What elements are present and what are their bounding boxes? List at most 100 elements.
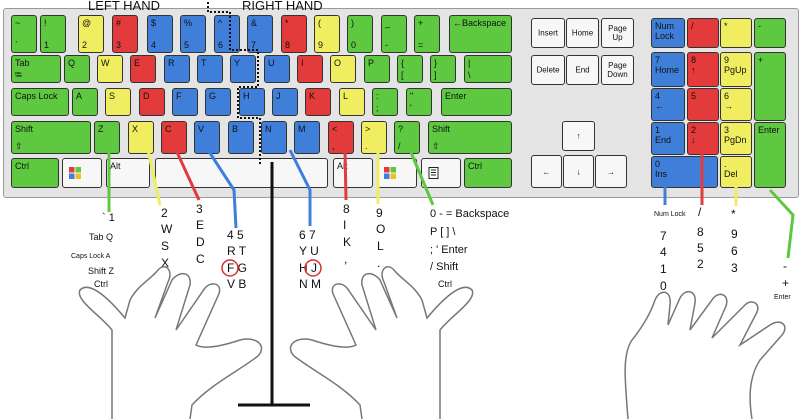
key-4[interactable]: $4 xyxy=(147,15,173,53)
key-lctrl[interactable]: Ctrl xyxy=(11,158,59,188)
key-1[interactable]: !1 xyxy=(40,15,66,53)
key-7[interactable]: &7 xyxy=(247,15,273,53)
key-m-top-label: M xyxy=(298,124,306,134)
key-np3[interactable]: 3 PgDn xyxy=(720,122,752,155)
key-2[interactable]: @2 xyxy=(78,15,104,53)
finger-label-rr3: L xyxy=(377,239,384,253)
key-numlock[interactable]: Num Lock xyxy=(651,18,685,48)
key-t[interactable]: T xyxy=(197,55,223,83)
key-3[interactable]: #3 xyxy=(112,15,138,53)
key-np2-top-label: 2 ↓ xyxy=(691,125,697,145)
key-home[interactable]: Home xyxy=(566,18,599,48)
key-npminus[interactable]: - xyxy=(754,18,786,48)
key-w[interactable]: W xyxy=(97,55,123,83)
key-right[interactable]: → xyxy=(595,155,627,188)
key-6[interactable]: ^6 xyxy=(214,15,240,53)
key-np6[interactable]: 6 → xyxy=(720,88,752,121)
key-a-top-label: A xyxy=(76,91,83,101)
key-backslash[interactable]: |\ xyxy=(464,55,512,83)
key-lalt[interactable]: Alt xyxy=(106,158,150,188)
key-delete[interactable]: Delete xyxy=(531,55,565,85)
key-c[interactable]: C xyxy=(161,121,187,154)
key-l[interactable]: L xyxy=(339,88,365,116)
finger-label-np2l: + xyxy=(782,276,790,290)
key-semicolon[interactable]: :; xyxy=(372,88,398,116)
key-i[interactable]: I xyxy=(297,55,323,83)
key-end[interactable]: End xyxy=(566,55,599,85)
key-grave-bottom-label: ` xyxy=(15,40,18,50)
key-y[interactable]: Y xyxy=(230,55,256,83)
key-np0-top-label: 0 Ins xyxy=(655,159,668,179)
key-pgdn[interactable]: Page Down xyxy=(601,55,634,85)
key-slash[interactable]: ?/ xyxy=(394,121,420,154)
key-up[interactable]: ↑ xyxy=(562,121,595,151)
key-period[interactable]: >. xyxy=(361,121,387,154)
key-grave[interactable]: ~` xyxy=(11,15,37,53)
key-m[interactable]: M xyxy=(294,121,320,154)
key-j[interactable]: J xyxy=(272,88,298,116)
key-g[interactable]: G xyxy=(205,88,231,116)
key-np1[interactable]: 1 End xyxy=(651,122,685,155)
key-down[interactable]: ↓ xyxy=(563,155,594,188)
key-a[interactable]: A xyxy=(72,88,98,116)
key-np2[interactable]: 2 ↓ xyxy=(687,122,719,155)
key-rbracket[interactable]: }] xyxy=(430,55,456,83)
finger-label-lr1: 2 xyxy=(161,206,168,220)
key-npplus[interactable]: + xyxy=(754,52,786,121)
key-np9[interactable]: 9 PgUp xyxy=(720,52,752,87)
key-5[interactable]: %5 xyxy=(180,15,206,53)
key-b[interactable]: B xyxy=(228,121,254,154)
key-comma[interactable]: <, xyxy=(328,121,354,154)
key-d[interactable]: D xyxy=(139,88,165,116)
key-pgup[interactable]: Page Up xyxy=(601,18,634,48)
key-r[interactable]: R xyxy=(164,55,190,83)
key-backspace[interactable]: ←Backspace xyxy=(449,15,512,53)
key-k[interactable]: K xyxy=(305,88,331,116)
key-x[interactable]: X xyxy=(128,121,154,154)
key-np4[interactable]: 4 ← xyxy=(651,88,685,121)
key-v[interactable]: V xyxy=(194,121,220,154)
key-menu[interactable] xyxy=(421,158,461,188)
key-8-top-label: * xyxy=(285,18,289,28)
key-h[interactable]: H xyxy=(239,88,265,116)
key-np8[interactable]: 8 ↑ xyxy=(687,52,719,87)
key-9[interactable]: (9 xyxy=(314,15,340,53)
key-npdiv[interactable]: / xyxy=(687,18,719,48)
key-ralt[interactable]: Alt xyxy=(333,158,373,188)
key-s[interactable]: S xyxy=(105,88,131,116)
key-insert[interactable]: Insert xyxy=(531,18,565,48)
key-lshift[interactable]: Shift⇧ xyxy=(11,121,91,154)
key-lbracket[interactable]: {[ xyxy=(397,55,423,83)
key-caps[interactable]: Caps Lock xyxy=(11,88,69,116)
key-tab[interactable]: Tab⭾ xyxy=(11,55,61,83)
key-np5[interactable]: 5 xyxy=(687,88,719,121)
key-lwin[interactable] xyxy=(62,158,102,188)
key-o[interactable]: O xyxy=(330,55,356,83)
key-space[interactable] xyxy=(155,158,328,188)
key-8[interactable]: *8 xyxy=(281,15,307,53)
key-minus[interactable]: _- xyxy=(381,15,407,53)
key-quote[interactable]: "' xyxy=(406,88,432,116)
key-p[interactable]: P xyxy=(364,55,390,83)
key-lshift-top-label: Shift xyxy=(15,124,34,134)
key-z[interactable]: Z xyxy=(94,121,120,154)
key-rctrl[interactable]: Ctrl xyxy=(464,158,512,188)
key-npenter[interactable]: Enter xyxy=(754,122,786,188)
key-0[interactable]: )0 xyxy=(347,15,373,53)
key-npmul[interactable]: * xyxy=(720,18,752,48)
key-u[interactable]: U xyxy=(264,55,290,83)
key-f[interactable]: F xyxy=(172,88,198,116)
key-np7[interactable]: 7 Home xyxy=(651,52,685,87)
key-np0[interactable]: 0 Ins xyxy=(651,156,718,188)
key-e[interactable]: E xyxy=(130,55,156,83)
key-equals[interactable]: += xyxy=(414,15,440,53)
key-equals-top-label: + xyxy=(418,18,424,28)
key-insert-label: Insert xyxy=(537,28,558,38)
key-rctrl-top-label: Ctrl xyxy=(468,161,482,171)
key-rwin[interactable] xyxy=(377,158,417,188)
key-rshift[interactable]: Shift⇧ xyxy=(428,121,512,154)
key-left[interactable]: ← xyxy=(531,155,562,188)
key-n[interactable]: N xyxy=(261,121,287,154)
key-enter[interactable]: Enter xyxy=(441,88,512,116)
key-q[interactable]: Q xyxy=(64,55,90,83)
